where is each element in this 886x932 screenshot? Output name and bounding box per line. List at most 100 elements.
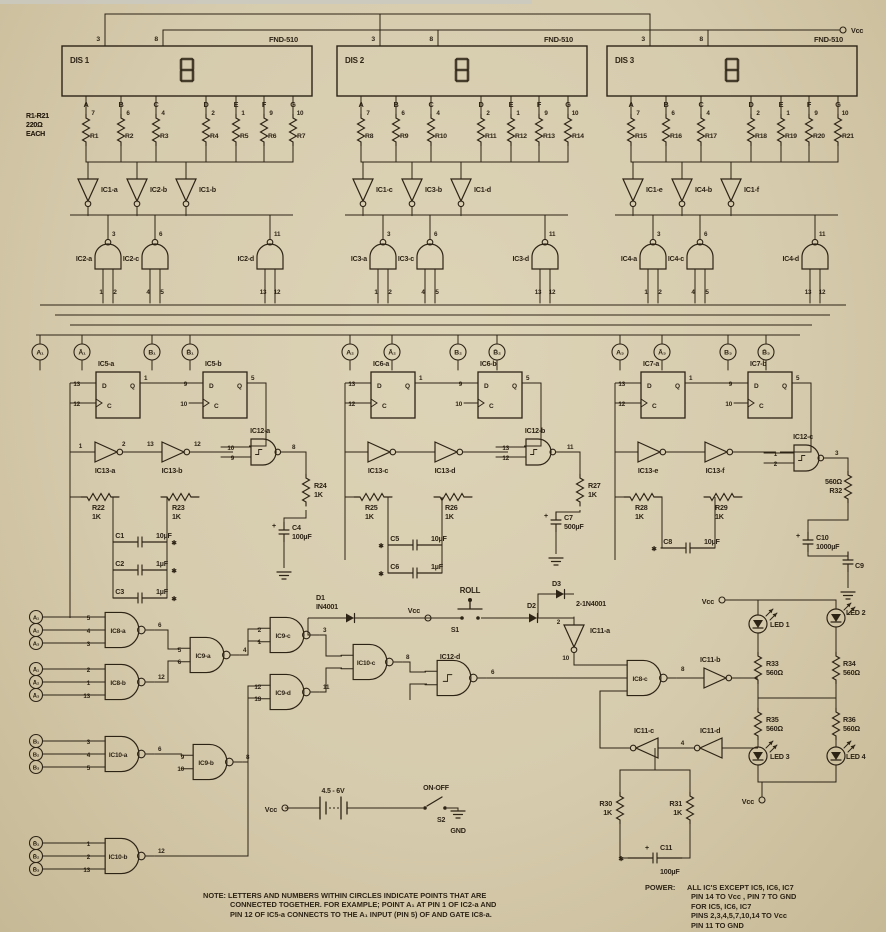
display-name: DIS 2: [345, 56, 365, 65]
polarity-plus: +: [796, 533, 800, 540]
switch-name: S2: [437, 817, 445, 824]
wiring: [36, 13, 849, 859]
arrowhead: [850, 607, 855, 612]
label: IC10-b: [109, 854, 128, 861]
label: 1K: [715, 512, 725, 521]
gate-ic12-d: IC12-d6: [424, 654, 495, 697]
terminal-circle: [424, 614, 432, 622]
label: IC13-e: [638, 466, 659, 475]
segment-letter: F: [537, 100, 542, 109]
vcc-terminal: Vcc: [408, 606, 432, 622]
wire: [556, 510, 581, 513]
label: IC12-a: [250, 428, 270, 435]
label: IC2-d: [237, 256, 254, 263]
resistor-r15: R15: [626, 113, 647, 147]
point-a-: A₂: [28, 622, 95, 638]
label: IC1-f: [744, 185, 760, 194]
label: 1K: [445, 512, 455, 521]
label: C7: [564, 513, 573, 522]
segment-letter: D: [748, 100, 753, 109]
segment-letter: B: [663, 100, 668, 109]
label: IC4-b: [695, 185, 713, 194]
resistor-label: R20: [813, 133, 825, 140]
part-number: FND-510: [814, 35, 843, 44]
label: IC10-a: [109, 752, 128, 759]
label: R26: [445, 503, 458, 512]
wire: [619, 769, 691, 792]
label: 4: [87, 752, 91, 759]
label: IC3-d: [512, 256, 529, 263]
point-label: Ā₁: [78, 349, 86, 357]
segment-letter: E: [509, 100, 514, 109]
point-b-: B₃: [28, 759, 95, 775]
label: R1-R21: [26, 113, 49, 120]
resistor-label: R17: [705, 133, 717, 140]
gate-bubble: [469, 673, 478, 683]
pin-number: 9: [814, 110, 818, 117]
label: Vcc: [408, 606, 420, 615]
label: 4: [421, 289, 425, 296]
point--: Ā₁: [28, 661, 95, 677]
resistor-label: R11: [485, 133, 497, 140]
pin-number: 4: [436, 110, 440, 117]
battery: 4.5 - 6V: [319, 788, 348, 820]
inverter-ic2-b: IC2-b: [126, 161, 168, 217]
label: C6: [390, 562, 399, 571]
label: D2: [527, 601, 536, 610]
label: 1: [644, 289, 648, 296]
label: 1µF: [156, 587, 169, 596]
roll-label: ROLL: [460, 586, 481, 595]
point-b-: B̄₂: [488, 334, 506, 371]
resistor-label: R4: [210, 133, 219, 140]
label: 8: [406, 654, 410, 661]
pin-number: 10: [572, 110, 579, 117]
diode-arrow: [556, 589, 564, 599]
label: 1µF: [431, 562, 444, 571]
label: 10µF: [156, 531, 173, 540]
display-outline: [336, 45, 588, 97]
inverter-ic13-b: IC13-b: [141, 441, 211, 475]
arrowhead: [772, 745, 777, 750]
label: R32: [829, 486, 842, 495]
label: 560Ω: [825, 477, 842, 486]
segment-letter: G: [835, 100, 841, 109]
resistor-r3: R3: [151, 113, 169, 147]
pin-number: 5: [796, 375, 800, 382]
label: 2-1N4001: [576, 599, 606, 608]
arrowhead: [772, 613, 777, 618]
terminal-circle: [718, 596, 726, 604]
gate-ic10-c: IC10-c8: [340, 643, 410, 681]
label: 2: [557, 619, 561, 626]
wire: [614, 383, 620, 453]
led-led-2: LED 2: [826, 602, 866, 628]
part-number: FND-510: [269, 35, 298, 44]
inverter-ic13-e: IC13-e: [617, 441, 687, 475]
pin-letter: Q: [675, 383, 680, 390]
led-led-3: LED 3: [748, 740, 790, 766]
label: 6: [704, 231, 708, 238]
label: 1000µF: [816, 542, 840, 551]
pin-letter: Q: [237, 383, 242, 390]
label: 2: [258, 627, 262, 634]
ground-symbol: [840, 591, 856, 600]
label: R28: [635, 503, 648, 512]
pin-number: 12: [73, 401, 80, 408]
label: 4: [146, 289, 150, 296]
point-b-: B₁: [28, 733, 95, 749]
pin-number: 5: [526, 375, 530, 382]
vcc-terminal: Vcc: [742, 796, 766, 806]
segment-letter: A: [358, 100, 364, 109]
label: IC8-b: [110, 680, 125, 687]
point-label: A₃: [33, 642, 40, 648]
label: Vcc: [742, 797, 754, 806]
display-name: DIS 1: [70, 56, 90, 65]
label: C4: [292, 523, 301, 532]
